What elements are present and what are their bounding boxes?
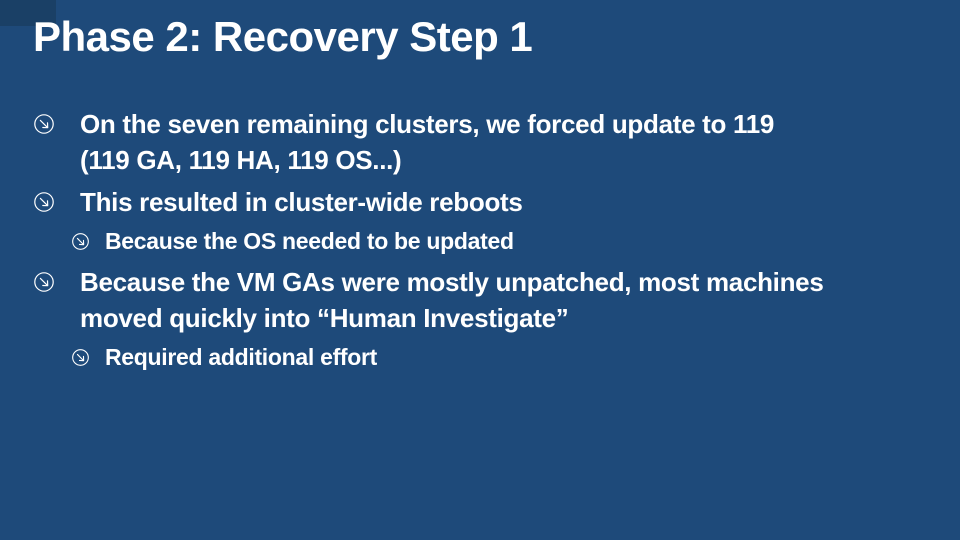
circled-down-right-arrow-icon	[72, 233, 89, 250]
slide-title: Phase 2: Recovery Step 1	[33, 13, 533, 60]
circled-down-right-arrow-icon	[34, 114, 54, 134]
bullet-item: On the seven remaining clusters, we forc…	[34, 106, 950, 178]
bullet-item: Because the VM GAs were mostly unpatched…	[34, 264, 950, 336]
sub-bullet-item: Because the OS needed to be updated	[72, 226, 950, 257]
corner-accent	[0, 0, 56, 26]
sub-bullet-text: Required additional effort	[105, 344, 378, 370]
circled-down-right-arrow-icon	[34, 272, 54, 292]
sub-bullet-text: Because the OS needed to be updated	[105, 228, 514, 254]
circled-down-right-arrow-icon	[34, 192, 54, 212]
bullet-text: This resulted in cluster-wide reboots	[80, 187, 523, 217]
circled-down-right-arrow-icon	[72, 349, 89, 366]
bullet-text: Because the VM GAs were mostly unpatched…	[80, 267, 824, 333]
sub-bullet-item: Required additional effort	[72, 342, 950, 373]
bullet-text: On the seven remaining clusters, we forc…	[80, 109, 775, 175]
bullet-item: This resulted in cluster-wide reboots	[34, 184, 950, 220]
slide-body: On the seven remaining clusters, we forc…	[34, 106, 950, 380]
